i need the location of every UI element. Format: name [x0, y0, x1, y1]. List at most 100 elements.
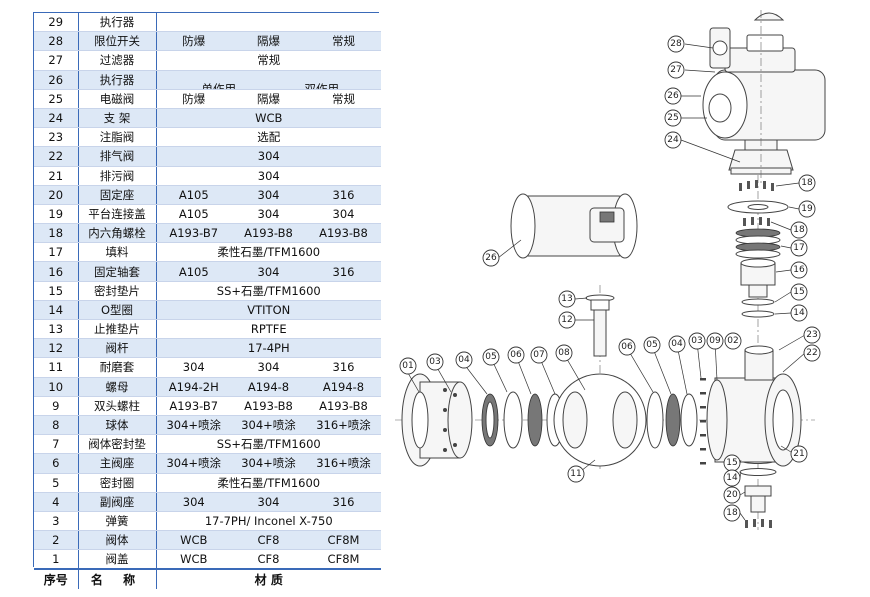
material-cell: 柔性石墨/TFM1600: [155, 242, 381, 263]
material-cell: 304: [155, 357, 231, 378]
svg-text:13: 13: [561, 294, 572, 304]
part-name: 双头螺柱: [77, 396, 156, 416]
part-number: 27: [34, 50, 78, 71]
part-name: 平台连接盖: [77, 204, 156, 225]
callout-03-right: 03: [688, 332, 706, 350]
part-number: 15: [34, 281, 78, 301]
part-name: 电磁阀: [77, 89, 156, 109]
callout-03-left: 03: [426, 353, 444, 371]
part-name: 耐磨套: [77, 357, 156, 378]
part-name: 排污阀: [77, 166, 156, 186]
part-number: 21: [34, 166, 78, 186]
material-cell: 隔爆: [231, 89, 306, 109]
callout-26-side: 26: [482, 249, 500, 267]
callout-18-mid: 18: [790, 221, 808, 239]
svg-text:18: 18: [793, 225, 805, 235]
callout-01: 01: [399, 357, 417, 375]
part-number: 11: [34, 357, 78, 378]
part-number: 29: [34, 13, 78, 33]
svg-text:03: 03: [429, 357, 440, 367]
part-number: 1: [34, 549, 78, 570]
svg-text:12: 12: [561, 315, 572, 325]
part-number: 23: [34, 127, 78, 148]
callout-25: 25: [664, 109, 682, 127]
material-cell: 17-7PH/ Inconel X-750: [155, 511, 381, 532]
material-cell: 304+喷涂: [155, 415, 231, 436]
part-number: 24: [34, 108, 78, 129]
svg-text:20: 20: [726, 490, 738, 500]
svg-text:18: 18: [801, 178, 813, 188]
callout-14-top: 14: [790, 304, 808, 322]
part-name: 限位开关: [77, 31, 156, 52]
callout-23: 23: [803, 326, 821, 344]
part-name: 螺母: [77, 377, 156, 397]
svg-text:18: 18: [726, 508, 738, 518]
material-option: 双作用: [304, 81, 340, 90]
material-cell: A193-B8: [231, 223, 306, 244]
callout-05-right: 05: [643, 336, 661, 354]
material-cell: 单作用双作用: [155, 70, 381, 90]
svg-text:06: 06: [510, 350, 522, 360]
part-name: 副阀座: [77, 492, 156, 512]
callout-17: 17: [790, 239, 808, 257]
part-name: 填料: [77, 242, 156, 263]
callout-16: 16: [790, 261, 808, 279]
svg-text:23: 23: [806, 330, 817, 340]
svg-text:26: 26: [485, 253, 497, 263]
material-cell: 防爆: [155, 31, 231, 52]
part-number: 14: [34, 300, 78, 321]
material-cell: A193-B7: [155, 396, 231, 416]
svg-text:15: 15: [726, 458, 737, 468]
callout-13: 13: [558, 290, 576, 308]
callout-04-right: 04: [668, 335, 686, 353]
material-cell: 316: [306, 492, 381, 512]
part-number: 9: [34, 396, 78, 416]
material-cell: 316+喷涂: [306, 415, 381, 436]
part-name: 止推垫片: [77, 319, 156, 340]
svg-text:02: 02: [727, 336, 738, 346]
svg-text:14: 14: [726, 473, 738, 483]
svg-text:11: 11: [570, 469, 581, 479]
callout-19: 19: [798, 200, 816, 218]
material-cell: 304: [231, 204, 306, 225]
callout-09: 09: [706, 332, 724, 350]
part-number: 25: [34, 89, 78, 109]
material-cell: 304: [155, 146, 381, 167]
material-cell: A105: [155, 185, 231, 205]
part-number: 8: [34, 415, 78, 436]
svg-text:06: 06: [621, 342, 633, 352]
part-name: 固定座: [77, 185, 156, 205]
svg-text:15: 15: [793, 287, 804, 297]
material-cell: 304: [231, 185, 306, 205]
material-cell: 304+喷涂: [231, 453, 306, 474]
svg-text:03: 03: [691, 336, 702, 346]
material-cell: CF8M: [306, 530, 381, 551]
material-cell: WCB: [155, 549, 231, 570]
header-material: 材 质: [155, 568, 381, 589]
callout-08: 08: [555, 344, 573, 362]
part-number: 7: [34, 434, 78, 455]
material-cell: 304: [155, 166, 381, 186]
material-cell: 常规: [155, 50, 381, 71]
material-cell: 304: [231, 492, 306, 512]
svg-text:27: 27: [670, 65, 681, 75]
callout-11: 11: [567, 465, 585, 483]
part-number: 4: [34, 492, 78, 512]
material-cell: SS+石墨/TFM1600: [155, 434, 381, 455]
